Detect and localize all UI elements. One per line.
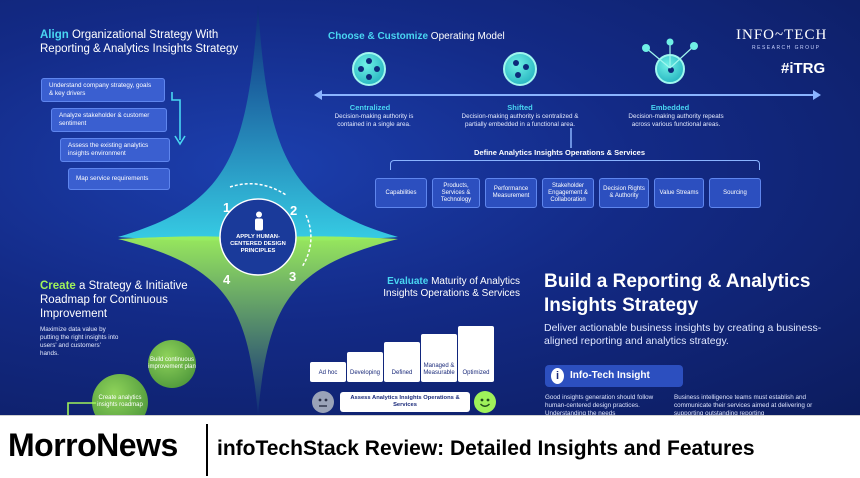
insight-title: Info-Tech Insight xyxy=(570,370,650,381)
star-upper-half xyxy=(118,5,398,241)
maturity-level-developing: Developing xyxy=(347,352,383,382)
value-streams-box: Value Streams xyxy=(654,178,704,208)
evaluate-section-title: Evaluate Maturity of Analytics Insights … xyxy=(383,276,520,299)
info-tech-logo: INFO~TECH xyxy=(736,27,828,43)
roadmap-arrow-icon xyxy=(67,402,96,415)
align-step-2: Analyze stakeholder & customer sentiment xyxy=(51,108,167,132)
infographic: Align Organizational Strategy With Repor… xyxy=(0,0,860,415)
caption-divider xyxy=(206,424,208,476)
embedded-network-lines xyxy=(642,38,698,69)
define-operations-title: Define Analytics Insights Operations & S… xyxy=(474,148,646,157)
axis-right-arrow-icon xyxy=(813,90,821,100)
site-name[interactable]: MorroNews xyxy=(8,427,178,463)
happy-face-icon xyxy=(474,391,496,413)
shifted-model-icon xyxy=(503,52,537,86)
maturity-level-ad-hoc: Ad hoc xyxy=(310,362,346,382)
embedded-label: Embedded xyxy=(650,103,690,112)
maturity-level-managed: Managed & Measurable xyxy=(421,334,457,382)
sourcing-box: Sourcing xyxy=(709,178,761,208)
insight-text-left: Good insights generation should follow h… xyxy=(545,394,654,415)
step-number-4: 4 xyxy=(223,272,231,287)
create-section-title: Create a Strategy & Initiative Roadmap f… xyxy=(40,280,188,320)
stakeholder-engagement-box: Stakeholder Engagement & Collaboration xyxy=(542,178,594,208)
align-step-1: Understand company strategy, goals & key… xyxy=(41,78,165,102)
align-step-3: Assess the existing analytics insights e… xyxy=(60,138,170,162)
step-number-3: 3 xyxy=(289,269,297,284)
shifted-desc: Decision-making authority is centralized… xyxy=(461,113,579,128)
maturity-level-defined: Defined xyxy=(384,342,420,382)
shifted-label: Shifted xyxy=(507,103,533,112)
step-number-2: 2 xyxy=(290,203,298,218)
centralized-desc: Decision-making authority is contained i… xyxy=(334,113,414,128)
capabilities-box: Capabilities xyxy=(375,178,427,208)
embedded-desc: Decision-making authority repeats across… xyxy=(628,113,724,128)
decision-rights-box: Decision Rights & Authority xyxy=(599,178,649,208)
step-number-1: 1 xyxy=(223,200,231,215)
align-section-title: Align Organizational Strategy With Repor… xyxy=(40,29,239,55)
itrg-hashtag: #iTRG xyxy=(781,60,826,77)
define-connector-line xyxy=(570,128,572,148)
create-description: Maximize data value by putting the right… xyxy=(40,326,119,357)
maturity-level-optimized: Optimized xyxy=(458,326,494,382)
performance-measurement-box: Performance Measurement xyxy=(485,178,537,208)
research-group-label: RESEARCH GROUP xyxy=(752,45,821,51)
center-principles-label: APPLY HUMAN-CENTERED DESIGN PRINCIPLES xyxy=(230,234,286,254)
build-strategy-subtitle: Deliver actionable business insights by … xyxy=(544,322,822,347)
align-down-arrow-icon xyxy=(171,92,186,146)
roadmap-circle: Create analytics insights roadmap xyxy=(92,374,148,415)
build-strategy-title: Build a Reporting & Analytics Insights S… xyxy=(544,271,811,316)
cycle-arrow-right xyxy=(301,214,312,268)
article-headline[interactable]: infoTechStack Review: Detailed Insights … xyxy=(217,437,755,460)
operating-model-axis xyxy=(320,94,815,96)
strategy-star-graphic xyxy=(118,5,398,415)
products-services-box: Products, Services & Technology xyxy=(432,178,480,208)
center-circle xyxy=(219,198,297,276)
assess-operations-bar: Assess Analytics Insights Operations & S… xyxy=(340,392,470,412)
centralized-model-icon xyxy=(352,52,386,86)
improvement-plan-circle: Build continuous improvement plan xyxy=(148,340,196,388)
operating-model-title: Choose & Customize Operating Model xyxy=(328,31,505,42)
sad-face-icon xyxy=(312,391,334,413)
info-icon: i xyxy=(551,368,564,384)
person-icon xyxy=(255,211,263,231)
axis-left-arrow-icon xyxy=(314,90,322,100)
insight-badge xyxy=(545,365,683,387)
align-step-4: Map service requirements xyxy=(68,168,170,190)
insight-text-right: Business intelligence teams must establi… xyxy=(674,394,813,415)
define-bracket xyxy=(390,160,760,170)
star-lower-half xyxy=(118,236,398,415)
centralized-label: Centralized xyxy=(349,103,391,112)
caption-bar: MorroNews infoTechStack Review: Detailed… xyxy=(0,415,860,478)
